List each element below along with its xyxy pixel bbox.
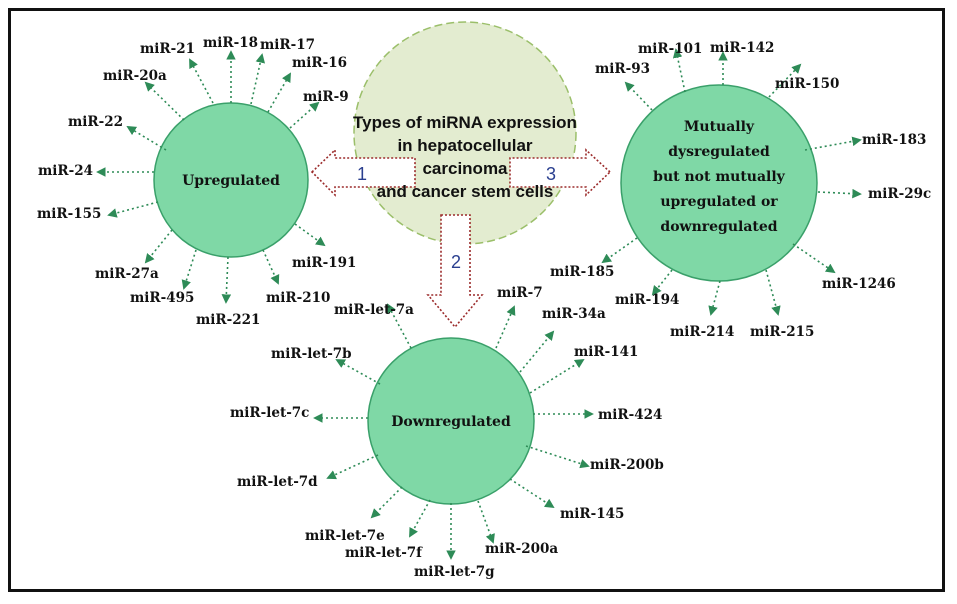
down-label-mir-let-7f: miR-let-7f bbox=[345, 545, 423, 561]
mutual-spoke-mir-1246 bbox=[792, 243, 836, 274]
mutual-spoke-mir-29c bbox=[817, 188, 862, 199]
center-circle bbox=[353, 21, 577, 245]
down-label-mir-424: miR-424 bbox=[598, 407, 662, 423]
down-label-mir-200b: miR-200b bbox=[590, 457, 664, 473]
down-label-mir-200a: miR-200a bbox=[485, 541, 558, 557]
mutual-label-mir-29c: miR-29c bbox=[868, 186, 931, 202]
up-label-mir-27a: miR-27a bbox=[95, 266, 159, 282]
down-spoke-mir-let-7b bbox=[335, 359, 381, 385]
down-label-mir-let-7a: miR-let-7a bbox=[334, 302, 414, 318]
up-spoke-mir-16 bbox=[267, 72, 291, 113]
mutual-node bbox=[620, 84, 818, 282]
mutual-title-line-5: downregulated bbox=[660, 219, 777, 235]
up-spoke-mir-191 bbox=[294, 223, 326, 247]
down-spoke-mir-200b bbox=[525, 445, 590, 469]
up-spoke-mir-21 bbox=[189, 58, 214, 104]
up-label-mir-20a: miR-20a bbox=[103, 68, 167, 84]
up-label-mir-9: miR-9 bbox=[303, 89, 349, 105]
mutual-spoke-mir-185 bbox=[601, 237, 638, 264]
down-spoke-mir-141 bbox=[529, 358, 585, 394]
center-line-1: Types of miRNA expression bbox=[353, 113, 577, 132]
down-spoke-mir-34a bbox=[519, 330, 555, 373]
mutual-spoke-mir-101 bbox=[672, 48, 686, 93]
direction-arrows bbox=[310, 148, 612, 329]
up-label-mir-155: miR-155 bbox=[37, 206, 101, 222]
up-label-mir-24: miR-24 bbox=[38, 163, 93, 179]
mutual-label-mir-93: miR-93 bbox=[595, 61, 650, 77]
down-label-mir-let-7c: miR-let-7c bbox=[230, 405, 309, 421]
downregulated-title: Downregulated bbox=[391, 414, 511, 430]
up-label-mir-17: miR-17 bbox=[260, 37, 315, 53]
up-spoke-mir-22 bbox=[126, 126, 167, 151]
down-label-mir-let-7d: miR-let-7d bbox=[237, 474, 318, 490]
center-line-3: carcinoma bbox=[422, 159, 508, 178]
mutual-spoke-mir-214 bbox=[708, 280, 721, 316]
arrow-3-label: 3 bbox=[546, 164, 556, 184]
mutual-title-line-3: but not mutually bbox=[653, 169, 786, 185]
down-label-mir-let-7b: miR-let-7b bbox=[271, 346, 352, 362]
up-label-mir-21: miR-21 bbox=[140, 41, 195, 57]
down-spoke-mir-145 bbox=[509, 478, 555, 509]
down-spoke-mir-200a bbox=[477, 500, 495, 544]
mutual-label-mir-183: miR-183 bbox=[862, 132, 926, 148]
up-spoke-mir-221 bbox=[221, 256, 232, 304]
up-spoke-mir-210 bbox=[262, 249, 280, 285]
arrow-1-label: 1 bbox=[357, 164, 367, 184]
up-spoke-mir-155 bbox=[107, 201, 159, 218]
mutual-spoke-mir-194 bbox=[651, 269, 673, 296]
spokes-layer bbox=[96, 48, 862, 560]
up-spoke-mir-495 bbox=[181, 249, 197, 290]
down-label-mir-7: miR-7 bbox=[497, 285, 543, 301]
up-label-mir-495: miR-495 bbox=[130, 290, 194, 306]
center-concept bbox=[353, 21, 577, 245]
mutual-spoke-mir-183 bbox=[804, 136, 862, 151]
down-spoke-mir-let-7d bbox=[326, 454, 379, 480]
up-spoke-mir-9 bbox=[289, 101, 320, 129]
up-label-mir-22: miR-22 bbox=[68, 114, 123, 130]
mutual-label-mir-150: miR-150 bbox=[775, 76, 839, 92]
mutual-label-mir-185: miR-185 bbox=[550, 264, 614, 280]
down-label-mir-141: miR-141 bbox=[574, 344, 638, 360]
mutual-title-line-2: dysregulated bbox=[668, 144, 770, 160]
arrow-1 bbox=[310, 148, 416, 197]
mutual-label-mir-214: miR-214 bbox=[670, 324, 734, 340]
mutual-label-mir-101: miR-101 bbox=[638, 41, 702, 57]
down-label-mir-let-7e: miR-let-7e bbox=[305, 528, 385, 544]
mutual-spoke-mir-93 bbox=[624, 81, 653, 111]
arrow-2-label: 2 bbox=[451, 252, 461, 272]
up-label-mir-221: miR-221 bbox=[196, 312, 260, 328]
mutual-label-mir-215: miR-215 bbox=[750, 324, 814, 340]
mutual-label-mir-194: miR-194 bbox=[615, 292, 679, 308]
up-label-mir-16: miR-16 bbox=[292, 55, 347, 71]
down-label-mir-let-7g: miR-let-7g bbox=[414, 564, 495, 580]
down-spoke-mir-7 bbox=[495, 305, 516, 349]
mutual-title-line-4: upregulated or bbox=[660, 194, 778, 210]
mutual-label-mir-1246: miR-1246 bbox=[822, 276, 896, 292]
up-spoke-mir-17 bbox=[250, 53, 266, 105]
up-spoke-mir-20a bbox=[144, 81, 185, 121]
up-label-mir-210: miR-210 bbox=[266, 290, 330, 306]
down-spoke-mir-let-7a bbox=[387, 303, 412, 349]
upregulated-title: Upregulated bbox=[182, 173, 280, 189]
center-line-2: in hepatocellular bbox=[397, 136, 532, 155]
diagram-frame bbox=[8, 8, 945, 592]
up-label-mir-191: miR-191 bbox=[292, 255, 356, 271]
arrow-2 bbox=[426, 214, 484, 329]
arrow-3 bbox=[509, 148, 612, 197]
down-spoke-mir-let-7f bbox=[409, 499, 431, 538]
down-label-mir-34a: miR-34a bbox=[542, 306, 606, 322]
down-spoke-mir-let-7e bbox=[370, 486, 403, 519]
mutual-label-mir-142: miR-142 bbox=[710, 40, 774, 56]
up-spoke-mir-27a bbox=[144, 229, 173, 264]
mutual-spoke-mir-215 bbox=[765, 269, 781, 316]
down-label-mir-145: miR-145 bbox=[560, 506, 624, 522]
up-label-mir-18: miR-18 bbox=[203, 35, 258, 51]
center-line-4: and cancer stem cells bbox=[377, 182, 554, 201]
mutual-title-line-1: Mutually bbox=[684, 119, 755, 135]
